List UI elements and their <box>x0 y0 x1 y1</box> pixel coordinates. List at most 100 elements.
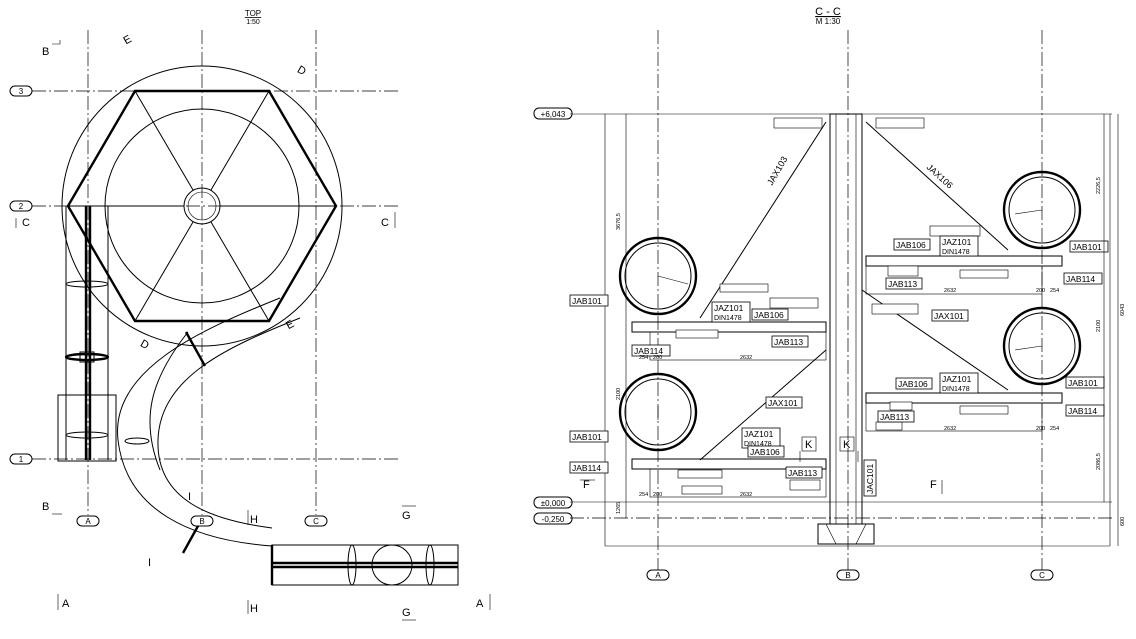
svg-text:2632: 2632 <box>944 288 956 294</box>
label-jaz101-d: JAZ101 <box>744 429 774 439</box>
section-mark-b-top: B <box>42 46 49 58</box>
svg-text:A: A <box>655 571 661 580</box>
svg-text:2632: 2632 <box>740 492 752 498</box>
svg-text:2086,5: 2086,5 <box>1096 453 1102 470</box>
svg-text:3676,5: 3676,5 <box>616 213 622 230</box>
col-bubble-a: A <box>76 515 100 527</box>
svg-text:C: C <box>313 517 319 526</box>
section-mark-c-left: C <box>22 217 30 229</box>
svg-text:2632: 2632 <box>740 355 752 361</box>
top-view-scale: 1:50 <box>246 19 260 26</box>
level-zero: ±0,000 <box>533 496 573 509</box>
section-mark-a-left: A <box>62 598 70 610</box>
svg-text:254: 254 <box>1050 426 1059 432</box>
section-mark-i-bottom: I <box>148 557 151 569</box>
col-bubble-c: C <box>304 515 328 527</box>
spokes <box>67 90 337 322</box>
svg-text:B: B <box>845 571 850 580</box>
svg-text:-0,250: -0,250 <box>542 515 565 524</box>
section-mark-f-right: F <box>930 479 937 491</box>
label-jab106-a: JAB106 <box>896 240 926 250</box>
level-top: +6,043 <box>533 107 573 120</box>
central-column <box>817 113 875 545</box>
label-jac101: JAC101 <box>865 463 875 494</box>
label-din-c: DIN1478 <box>942 386 970 393</box>
svg-text:1: 1 <box>19 455 24 464</box>
label-jax103: JAX103 <box>765 155 789 187</box>
section-mark-f-left: F <box>583 479 590 491</box>
vertical-tube <box>57 206 117 462</box>
section-mark-d-bottom: D <box>138 338 151 352</box>
section-mark-h-top: H <box>250 514 258 526</box>
section-col-bubble-a: A <box>646 569 670 581</box>
ring-right-lower <box>1002 306 1082 386</box>
svg-text:200: 200 <box>653 355 662 361</box>
label-jax101-a: JAX101 <box>934 311 964 321</box>
bolt-notes <box>675 117 1009 495</box>
label-jaz101-b: JAZ101 <box>714 303 744 313</box>
label-jaz101-c: JAZ101 <box>942 374 972 384</box>
svg-text:200: 200 <box>653 492 662 498</box>
level-minus: -0,250 <box>533 512 573 525</box>
svg-text:A: A <box>85 517 91 526</box>
svg-text:6043: 6043 <box>1120 304 1126 316</box>
ring-left-lower <box>618 372 698 452</box>
dimensions: 254 200 2632 254 200 2632 2632 200 254 2… <box>616 177 1126 526</box>
section-mark-c-right: C <box>381 217 389 229</box>
section-mark-i-top: I <box>188 491 191 503</box>
label-din-a: DIN1478 <box>942 249 970 256</box>
svg-text:2226,5: 2226,5 <box>1096 177 1102 194</box>
svg-text:200: 200 <box>1036 426 1045 432</box>
svg-text:1265: 1265 <box>616 502 622 514</box>
label-din-d: DIN1478 <box>744 441 772 448</box>
label-jab113-c: JAB113 <box>880 412 909 422</box>
component-labels: JAX103 JAX106 JAB106 JAZ101 DIN1478 JAB1… <box>569 155 1109 497</box>
ring-right-upper <box>1002 170 1082 250</box>
label-jab113-d: JAB113 <box>788 468 817 478</box>
section-view: C - C M 1:30 A B C +6,043 <box>533 6 1126 581</box>
ring-left-upper <box>618 236 698 316</box>
label-jab114-r2: JAB114 <box>1068 406 1097 416</box>
section-mark-g-top: G <box>402 510 411 522</box>
label-jab101-l1: JAB101 <box>572 296 602 306</box>
svg-text:3: 3 <box>19 87 24 96</box>
label-jab114-r1: JAB114 <box>1066 274 1095 284</box>
label-jab113-a: JAB113 <box>888 279 917 289</box>
outer-ring <box>61 65 343 347</box>
svg-text:200: 200 <box>1036 288 1045 294</box>
label-jab113-b: JAB113 <box>774 337 803 347</box>
section-col-bubble-b: B <box>836 569 860 581</box>
curved-slide <box>117 297 301 554</box>
label-jab101-r1: JAB101 <box>1072 242 1102 252</box>
section-mark-k-right: K <box>843 439 851 451</box>
label-jab106-c: JAB106 <box>898 379 928 389</box>
section-mark-e-top: E <box>122 33 134 47</box>
label-jaz101-a: JAZ101 <box>942 237 972 247</box>
section-mark-b-bottom: B <box>42 501 49 513</box>
row-bubble-2: 2 <box>9 200 33 212</box>
svg-text:+6,043: +6,043 <box>541 110 566 119</box>
label-din-b: DIN1478 <box>714 315 742 322</box>
section-mark-h-bottom: H <box>250 603 258 615</box>
svg-text:2632: 2632 <box>944 426 956 432</box>
label-jab106-d: JAB106 <box>750 447 780 457</box>
svg-text:B: B <box>199 517 204 526</box>
svg-text:254: 254 <box>1050 288 1059 294</box>
section-mark-a-right: A <box>476 598 484 610</box>
svg-text:2100: 2100 <box>616 388 622 400</box>
label-jab106-b: JAB106 <box>754 310 784 320</box>
horizontal-tube <box>270 544 459 586</box>
section-scale: M 1:30 <box>816 17 841 26</box>
section-mark-g-bottom: G <box>402 607 411 619</box>
section-mark-d-top: D <box>295 64 308 78</box>
section-col-bubble-c: C <box>1030 569 1054 581</box>
label-jax106: JAX106 <box>925 162 955 191</box>
svg-text:±0,000: ±0,000 <box>541 499 566 508</box>
svg-text:254: 254 <box>639 355 648 361</box>
platform-left-lower <box>631 458 827 498</box>
col-bubble-b: B <box>190 515 214 527</box>
svg-text:2: 2 <box>19 202 24 211</box>
svg-text:C: C <box>1039 571 1045 580</box>
row-bubble-3: 3 <box>9 85 33 97</box>
